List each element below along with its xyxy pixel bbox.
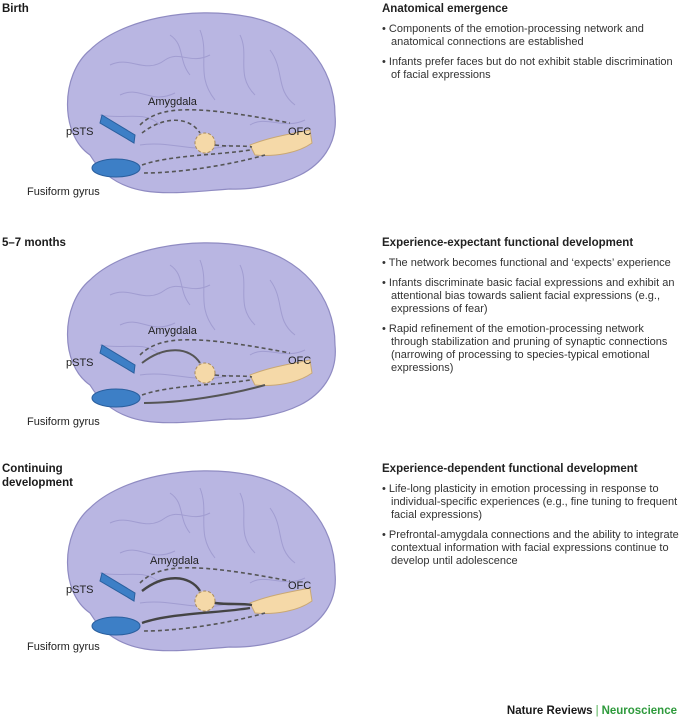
label-psts-birth: pSTS <box>66 126 94 138</box>
info-panel-birth: Anatomical emergence Components of the e… <box>382 2 682 89</box>
label-amygdala-continuing: Amygdala <box>150 555 199 567</box>
label-ofc-continuing: OFC <box>288 580 312 592</box>
stage-title-5-7-months: 5–7 months <box>2 237 66 249</box>
fusiform-region <box>91 158 141 178</box>
stage-title-birth: Birth <box>2 3 29 15</box>
fusiform-region <box>91 388 141 408</box>
panel-heading-continuing: Experience-dependent functional developm… <box>382 463 638 475</box>
amygdala-region <box>194 362 216 384</box>
brain-diagram-continuing <box>66 470 336 652</box>
ofc-region <box>249 359 313 386</box>
ofc-region <box>249 587 313 614</box>
label-ofc-birth: OFC <box>288 126 312 138</box>
brain-diagram-5-7-months <box>66 242 336 424</box>
bullet-item: The network becomes functional and ‘expe… <box>382 257 682 270</box>
bullet-item: Rapid refinement of the emotion-processi… <box>382 323 682 375</box>
amygdala-region <box>194 132 216 154</box>
bullet-item: Prefrontal-amygdala connections and the … <box>382 529 682 568</box>
psts-region <box>99 344 136 374</box>
journal-section: Neuroscience <box>601 705 677 717</box>
separator: | <box>595 705 599 717</box>
info-panel-5-7-months: Experience-expectant functional developm… <box>382 236 682 382</box>
bullet-item: Infants prefer faces but do not exhibit … <box>382 56 682 82</box>
info-panel-continuing: Experience-dependent functional developm… <box>382 462 682 575</box>
bullet-item: Infants discriminate basic facial expres… <box>382 277 682 316</box>
psts-region <box>99 572 136 602</box>
bullet-item: Life-long plasticity in emotion processi… <box>382 483 682 522</box>
panel-heading-birth: Anatomical emergence <box>382 3 508 15</box>
bullet-item: Components of the emotion-processing net… <box>382 23 682 49</box>
ofc-region <box>249 129 313 156</box>
fusiform-region <box>91 616 141 636</box>
brain-diagram-birth <box>66 12 336 194</box>
label-psts-5-7-months: pSTS <box>66 357 94 369</box>
panel-heading-5-7-months: Experience-expectant functional developm… <box>382 237 634 249</box>
label-ofc-5-7-months: OFC <box>288 355 312 367</box>
label-amygdala-birth: Amygdala <box>148 96 197 108</box>
journal-credit: Nature Reviews|Neuroscience <box>507 705 677 717</box>
psts-region <box>99 114 136 144</box>
label-psts-continuing: pSTS <box>66 584 94 596</box>
label-fusiform-birth: Fusiform gyrus <box>27 186 100 198</box>
stage-title-continuing: Continuing development <box>2 463 73 489</box>
label-amygdala-5-7-months: Amygdala <box>148 325 197 337</box>
label-fusiform-continuing: Fusiform gyrus <box>27 641 100 653</box>
label-fusiform-5-7-months: Fusiform gyrus <box>27 416 100 428</box>
journal-name: Nature Reviews <box>506 705 593 717</box>
amygdala-region <box>194 590 216 612</box>
